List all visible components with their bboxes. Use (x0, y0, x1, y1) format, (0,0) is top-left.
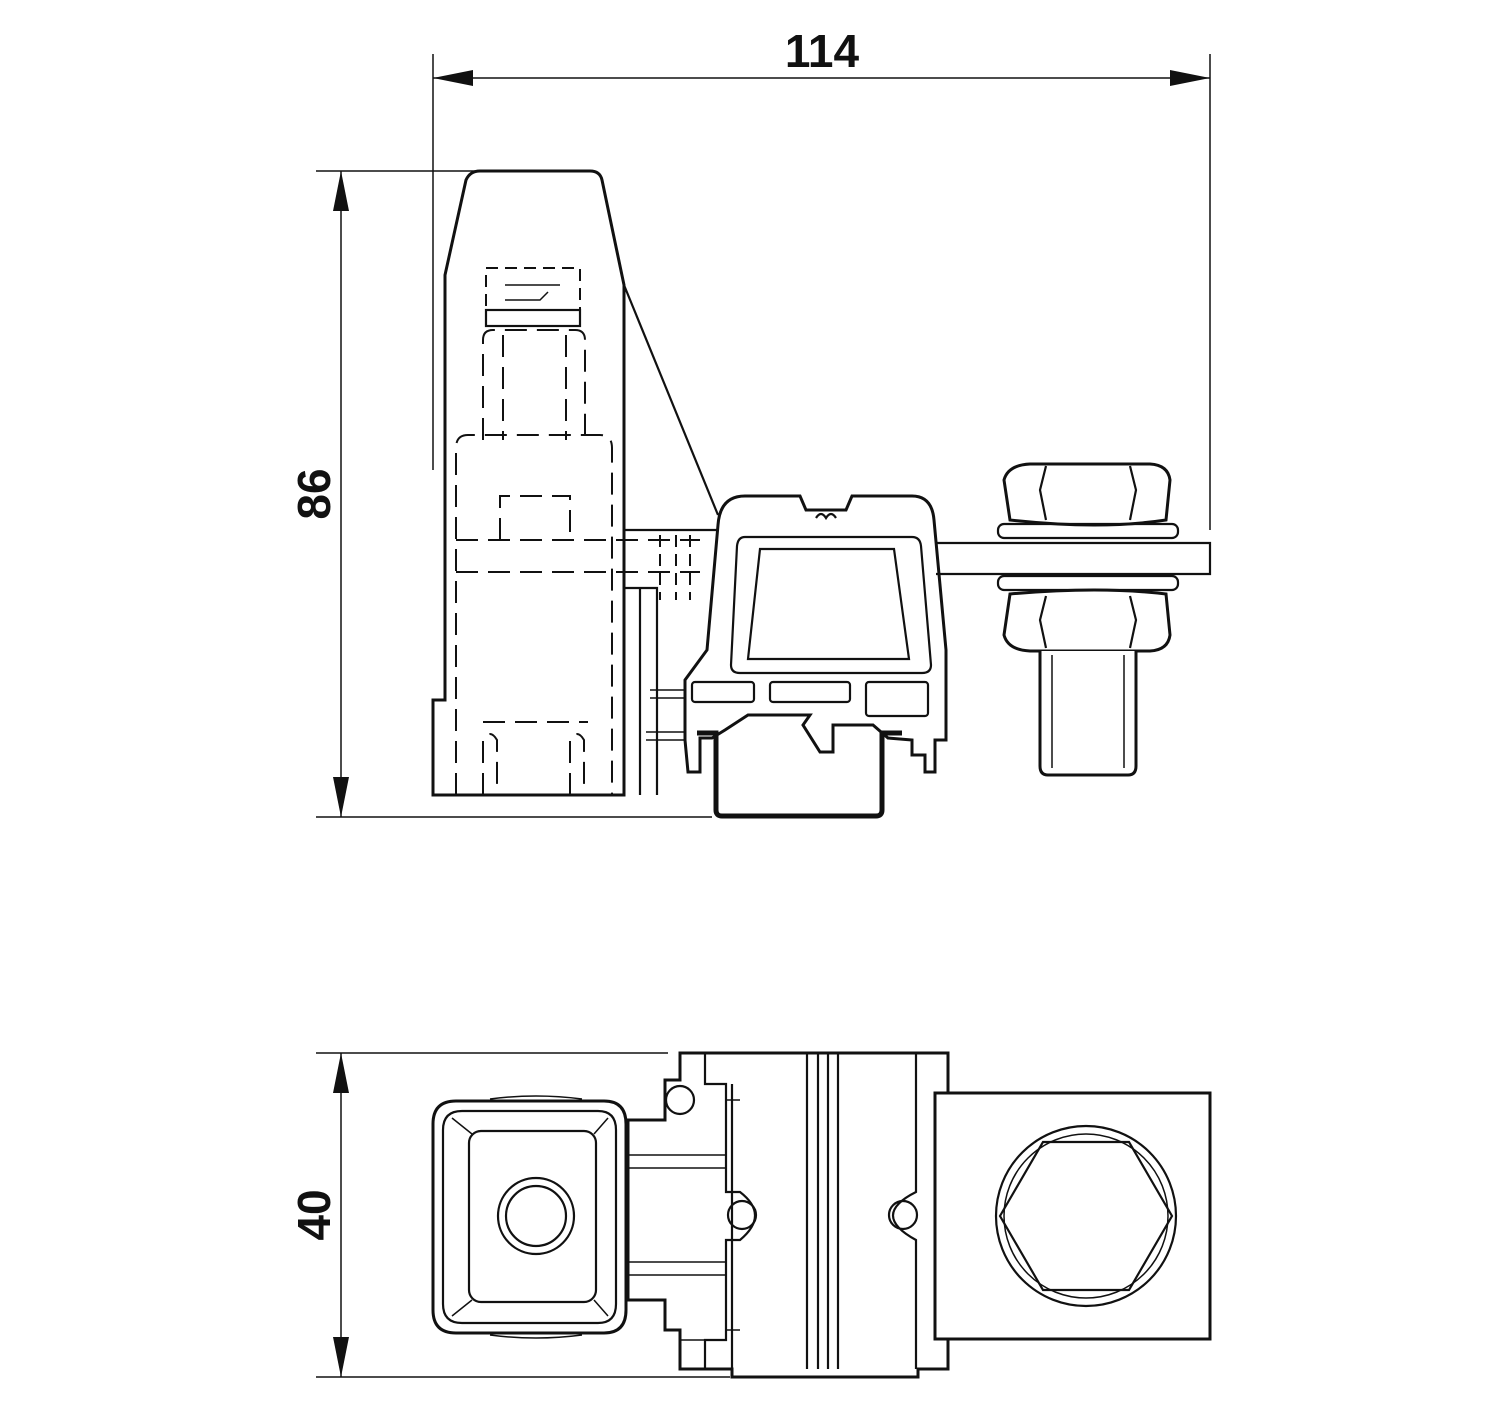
connection-bar (936, 541, 1212, 576)
height-dimension-label: 86 (288, 468, 340, 519)
terminal-block (683, 494, 948, 819)
side-view (431, 169, 1212, 819)
width-dimension: 114 (432, 25, 1211, 530)
top-connection-plate (933, 1091, 1212, 1341)
top-view (431, 1051, 1212, 1379)
depth-dimension-label: 40 (288, 1189, 340, 1240)
top-terminal-block (626, 1051, 950, 1379)
width-dimension-label: 114 (785, 25, 860, 77)
nut-bolt-assembly (996, 462, 1180, 777)
fuse-holder-housing (431, 169, 720, 797)
depth-dimension: 40 (288, 1052, 730, 1378)
height-dimension: 86 (288, 170, 712, 818)
top-fuse-holder (431, 1095, 628, 1339)
